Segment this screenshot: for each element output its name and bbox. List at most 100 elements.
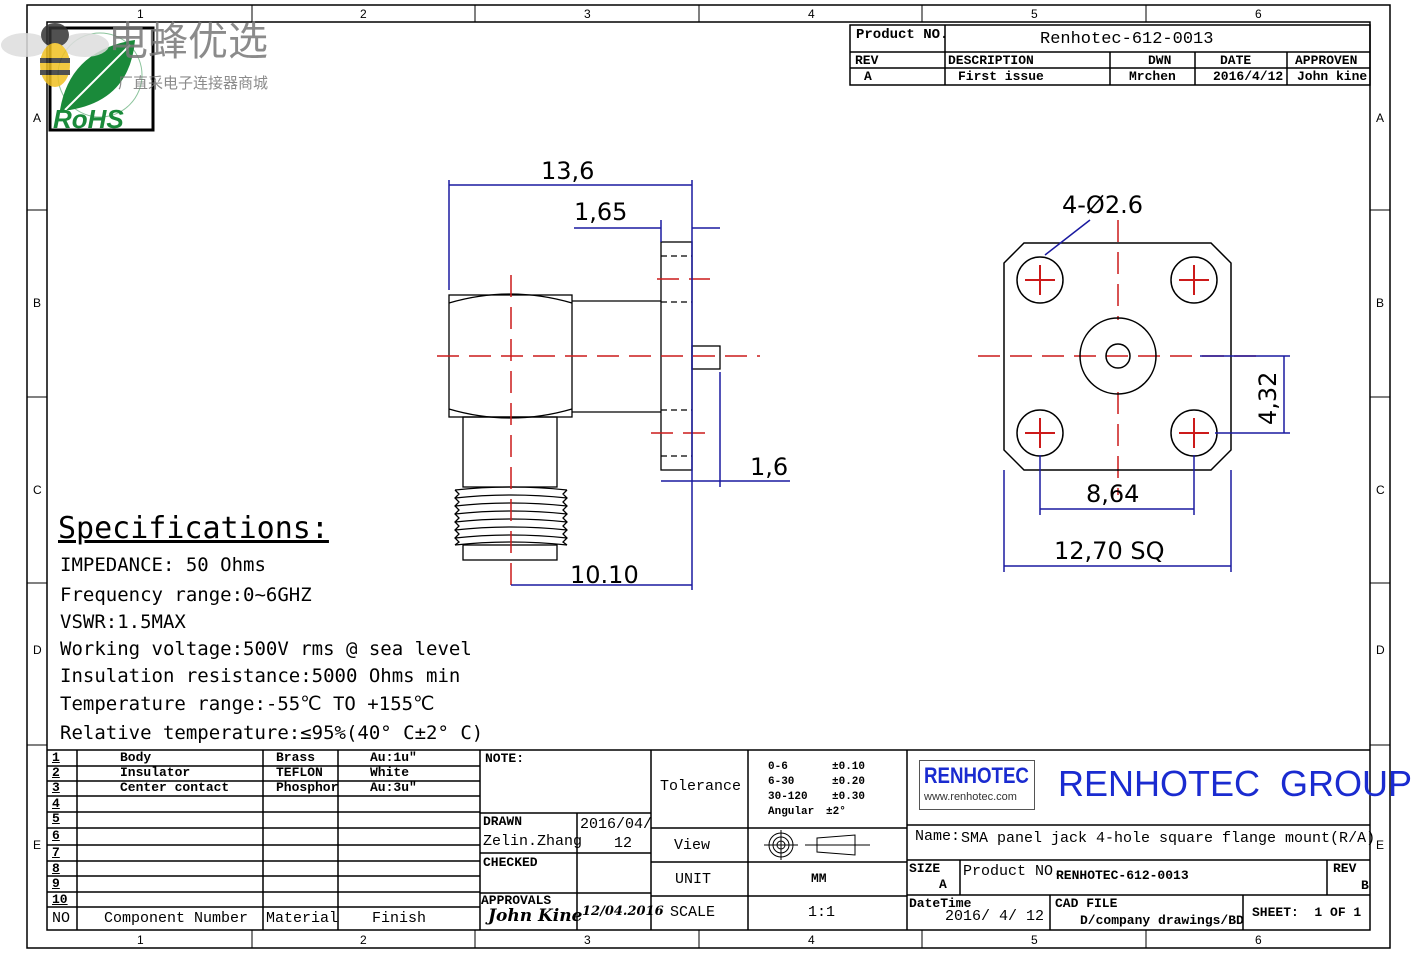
tolerance-range: 0-6 <box>768 761 788 773</box>
dim-half-spacing: 4,32 <box>1254 372 1282 425</box>
col-marker: 6 <box>1255 7 1262 21</box>
datetime-label: DateTime <box>909 896 972 911</box>
hole-crosshairs <box>1025 265 1209 448</box>
row-marker: C <box>1376 483 1385 497</box>
row-marker: A <box>1376 111 1384 125</box>
bottom-grid <box>47 749 1370 930</box>
parts-header: Finish <box>372 910 427 927</box>
drawn-date-day: 12 <box>614 835 633 852</box>
renhotec-logo: RENHOTEC www.renhotec.com <box>919 760 1035 810</box>
cad-label: CAD FILE <box>1055 896 1118 911</box>
col-marker: 1 <box>137 933 144 947</box>
drawn-label: DRAWN <box>483 814 523 829</box>
parts-header: Material <box>266 910 339 927</box>
rev-value: A <box>864 69 872 84</box>
column-markers: 1 2 3 4 5 6 1 2 3 4 5 6 <box>137 7 1262 947</box>
part-cell: Au:3u" <box>370 780 417 795</box>
rev-header: DATE <box>1220 53 1252 68</box>
part-number: 6 <box>52 828 60 843</box>
part-number: 8 <box>52 861 60 876</box>
name-label: Name: <box>915 828 961 845</box>
size-value: A <box>939 877 947 892</box>
spec-line: Frequency range:0~6GHZ <box>60 584 312 606</box>
side-view <box>448 241 721 561</box>
rev-value: John kine <box>1297 69 1368 84</box>
bee-icon <box>1 23 109 87</box>
sheet-number: SHEET: 1 OF 1 <box>1252 905 1362 920</box>
part-number: 1 <box>52 750 60 765</box>
rev-value: Mrchen <box>1129 69 1176 84</box>
rev-product-no: Renhotec-612-0013 <box>1040 30 1214 49</box>
product-name: SMA panel jack 4-hole square flange moun… <box>961 830 1376 847</box>
row-marker: B <box>33 296 41 310</box>
col-marker: 6 <box>1255 933 1262 947</box>
dim-overall-length: 13,6 <box>541 157 594 185</box>
col-marker: 2 <box>360 7 367 21</box>
dim-flange-size: 12,70 SQ <box>1054 537 1164 565</box>
logo-url: www.renhotec.com <box>924 791 1017 803</box>
row-marker: E <box>1376 838 1384 852</box>
row-markers: A B C D E A B C D E <box>33 111 1385 852</box>
part-cell: Phosphor <box>276 780 339 795</box>
spec-line: Insulation resistance:5000 Ohms min <box>60 665 461 687</box>
view-symbol-icon <box>764 830 870 860</box>
revision-grid <box>849 24 1371 86</box>
drawn-date: 2016/04/ <box>580 816 653 833</box>
dim-hole-spacing: 8,64 <box>1086 480 1139 508</box>
drawn-by: Zelin.Zhang <box>483 833 583 850</box>
part-cell: TEFLON <box>276 765 323 780</box>
inner-border <box>46 21 1371 931</box>
rohs-text: RoHS <box>53 104 124 134</box>
parts-header: Component Number <box>104 910 249 927</box>
part-cell: Center contact <box>120 780 230 795</box>
rev-product-label: Product NO. <box>856 27 949 43</box>
dim-pin-length: 1,6 <box>750 453 788 481</box>
watermark-title: 电蜂优选 <box>108 19 268 65</box>
row-marker: B <box>1376 296 1384 310</box>
zone-dividers <box>27 5 1390 948</box>
approval-date: 12/04.2016 <box>582 904 664 919</box>
col-marker: 4 <box>808 7 815 21</box>
row-marker: D <box>1376 643 1385 657</box>
part-number: 7 <box>52 845 60 860</box>
row-marker: E <box>33 838 41 852</box>
dim-axis-to-flange: 10.10 <box>570 561 639 589</box>
dim-holes: 4-Ø2.6 <box>1062 191 1143 219</box>
company-name: RENHOTEC GROUP <box>1058 763 1413 804</box>
part-cell: Brass <box>276 750 316 765</box>
note-label: NOTE: <box>485 751 525 766</box>
row-marker: D <box>33 643 42 657</box>
spec-line: VSWR:1.5MAX <box>60 611 186 633</box>
checked-label: CHECKED <box>483 855 538 870</box>
spec-line: Relative temperature:≤95%(40° C±2° C) <box>60 722 484 744</box>
unit-value: MM <box>811 871 827 886</box>
front-view <box>1003 242 1232 471</box>
col-marker: 5 <box>1031 7 1038 21</box>
part-number: 4 <box>52 796 60 811</box>
part-cell: Body <box>120 750 152 765</box>
dim-flange-offset: 1,65 <box>574 198 627 226</box>
spec-line: Working voltage:500V rms @ sea level <box>60 638 472 660</box>
part-number: 10 <box>52 892 68 907</box>
tolerance-range: 6-30 <box>768 776 795 788</box>
scale-value: 1:1 <box>808 904 836 921</box>
col-marker: 5 <box>1031 933 1038 947</box>
logo-text: RENHOTEC <box>924 763 1029 788</box>
tolerance-range: 30-120 <box>768 791 808 803</box>
outer-border <box>26 4 1391 949</box>
tolerance-label: Tolerance <box>660 778 742 795</box>
col-marker: 2 <box>360 933 367 947</box>
watermark-subtitle: 厂直采电子连接器商城 <box>118 74 269 92</box>
tolerance-range: Angular <box>768 806 815 818</box>
view-label: View <box>674 837 711 854</box>
centerlines <box>437 220 1258 590</box>
specifications-title: Specifications: <box>58 511 329 546</box>
tolerance-value: ±0.20 <box>832 776 866 788</box>
rev-header: APPROVEN <box>1295 53 1358 68</box>
tolerance-value: ±2° <box>826 806 846 818</box>
rev-value: B <box>1361 878 1369 893</box>
tolerance-value: ±0.10 <box>832 761 866 773</box>
col-marker: 4 <box>808 933 815 947</box>
col-marker: 3 <box>584 933 591 947</box>
